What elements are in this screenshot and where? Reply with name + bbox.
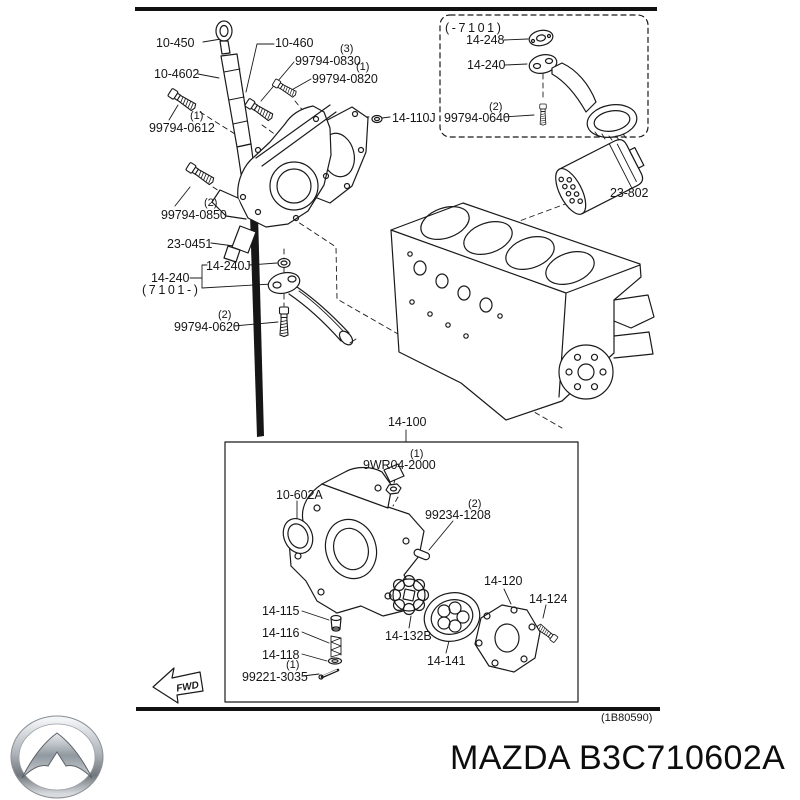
oil-filter-drawing <box>555 139 645 215</box>
callout-14-141: 14-141 <box>427 654 466 668</box>
callout-14-118: 14-118 <box>262 648 300 662</box>
callout-10-450: 10-450 <box>156 36 195 50</box>
front-oil-seal-10-602A-drawing <box>282 517 314 555</box>
callout-99234-1208: 99234-1208 <box>425 508 491 522</box>
qty-9WR04-2000: (1) <box>410 448 424 460</box>
frame-bottom-rule <box>136 707 660 711</box>
bolt-99794-0640-drawing <box>539 103 547 126</box>
callout-99794-0830: 99794-0830 <box>295 54 361 68</box>
callout-99794-0640: 99794-0640 <box>444 111 510 125</box>
footer-catalog-title: MAZDA B3C710602A <box>450 739 785 778</box>
callout-14-110J: 14-110J <box>392 111 436 125</box>
inset-gasket-14-248-drawing <box>528 29 554 47</box>
inset-pickup-14-240-drawing <box>528 54 638 141</box>
qty-99794-0830: (3) <box>340 43 354 55</box>
outer-rotor-14-141-drawing <box>423 592 481 642</box>
callout-14-240-main: 14-240 <box>151 271 190 285</box>
callout-9WR04-2000: 9WR04-2000 <box>363 458 436 472</box>
engine-block-drawing <box>390 202 655 421</box>
qty-99234-1208: (2) <box>468 498 482 510</box>
fwd-arrow-label: FWD <box>175 680 199 695</box>
callout-14-240J: 14-240J <box>206 259 251 273</box>
callout-23-802: 23-802 <box>610 186 649 200</box>
bolt-99794-0830-drawing <box>243 97 275 123</box>
callout-99221-3035: 99221-3035 <box>242 670 308 684</box>
callout-14-124: 14-124 <box>529 592 568 606</box>
callout-10-602A: 10-602A <box>276 488 323 502</box>
callout-14-132B: 14-132B <box>385 629 432 643</box>
inner-rotor-14-132B-drawing <box>388 574 430 616</box>
callout-10-4602: 10-4602 <box>154 67 200 81</box>
callout-14-116: 14-116 <box>262 626 300 640</box>
callout-14-100: 14-100 <box>388 415 427 429</box>
pre7101-inset-box <box>439 14 649 138</box>
pin-99234-1208-drawing <box>413 548 431 561</box>
catalog-code: B3C710602A <box>578 739 786 777</box>
callout-23-0451: 23-0451 <box>167 237 213 251</box>
mazda-logo-icon <box>10 715 104 799</box>
brand-text: MAZDA <box>450 739 570 777</box>
callout-99794-0620: 99794-0620 <box>174 320 240 334</box>
sheet-reference: (1B80590) <box>601 712 653 724</box>
oil-pump-detail-box <box>224 441 579 703</box>
range-up-to-7101: (-7101) <box>445 21 504 35</box>
pump-cover-14-120-drawing <box>474 604 541 673</box>
bolt-99794-0850-drawing <box>184 161 216 187</box>
callout-14-115: 14-115 <box>262 604 300 618</box>
callout-99794-0612: 99794-0612 <box>149 121 215 135</box>
qty-99794-0820: (1) <box>356 61 370 73</box>
qty-99794-0850: (2) <box>204 197 218 209</box>
o-ring-14-240J-drawing <box>277 257 291 269</box>
callout-10-460: 10-460 <box>275 36 314 50</box>
o-ring-14-110J-drawing <box>371 114 383 124</box>
oil-pickup-tube-drawing <box>267 271 357 346</box>
qty-99221-3035: (1) <box>286 659 300 671</box>
callout-14-248: 14-248 <box>466 33 505 47</box>
frame-top-rule <box>135 7 657 11</box>
callout-14-120: 14-120 <box>484 574 523 588</box>
callout-99794-0820: 99794-0820 <box>312 72 378 86</box>
oil-pump-detail-drawing <box>282 463 541 680</box>
bolt-99794-0612-drawing <box>166 87 198 113</box>
qty-99794-0620: (2) <box>218 309 232 321</box>
qty-99794-0612: (1) <box>190 110 204 122</box>
oil-pressure-valve-parts-drawing <box>318 614 343 680</box>
bolt-99794-0620-drawing <box>278 306 290 338</box>
nut-9WR04-2000-drawing <box>385 483 402 495</box>
callout-14-240-inset: 14-240 <box>467 58 506 72</box>
qty-99794-0640: (2) <box>489 101 503 113</box>
oil-pump-assembly-drawing <box>211 104 369 263</box>
callout-99794-0850: 99794-0850 <box>161 208 227 222</box>
range-7101-onward: (7101-) <box>142 283 201 297</box>
fwd-arrow: FWD <box>152 667 204 704</box>
